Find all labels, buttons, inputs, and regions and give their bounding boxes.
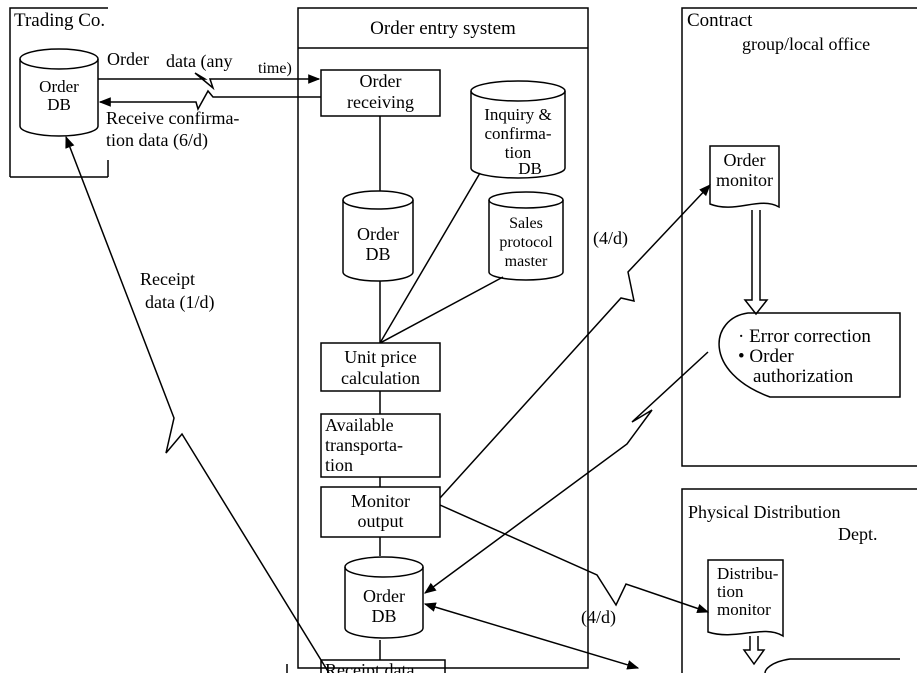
- receipt-arrow-label-line2: data (1/d): [145, 292, 215, 312]
- inquiry-db-line2: confirma-: [484, 124, 552, 143]
- inquiry-db-cylinder: [470, 80, 566, 179]
- trading-co-title: Trading Co.: [14, 10, 106, 31]
- order-db-lower-line2: DB: [371, 606, 397, 626]
- distribution-monitor-line3: monitor: [717, 600, 771, 619]
- transport-line1: Available: [325, 415, 394, 435]
- available-transportation-box: [320, 413, 441, 478]
- order-data-label-a: Order: [107, 49, 149, 69]
- unit-price-box: [320, 342, 441, 392]
- sales-protocol-master-cylinder: [488, 191, 564, 281]
- order-monitor-line1: Order: [723, 150, 766, 170]
- distribution-monitor-line1: Distribu-: [717, 564, 779, 583]
- trading-order-db-cylinder: [19, 48, 99, 137]
- sales-protocol-line2: protocol: [499, 234, 553, 251]
- trading-db-label-line2: DB: [47, 95, 71, 114]
- distribution-monitor-line2: tion: [717, 582, 744, 601]
- physical-distribution-subtitle: Dept.: [838, 524, 878, 544]
- distribution-monitor-document: [707, 559, 784, 638]
- hollow-arrow: [743, 210, 769, 316]
- unit-price-line2: calculation: [341, 368, 420, 388]
- order-data-label-b: data (any: [166, 51, 233, 71]
- unit-price-line1: Unit price: [344, 347, 417, 367]
- order-label: • Order: [738, 346, 794, 367]
- receipt-arrow-label-line1: Receipt: [140, 269, 195, 289]
- freq-label-upper: (4/d): [593, 228, 628, 248]
- transport-line3: tion: [325, 455, 354, 475]
- physical-distribution-box: [681, 488, 917, 673]
- trading-co-box: [9, 7, 108, 177]
- physical-distribution-title: Physical Distribution: [688, 502, 841, 522]
- inquiry-db-line3: tion: [504, 143, 532, 162]
- contract-subtitle: group/local office: [742, 34, 871, 54]
- order-db-lower-line1: Order: [363, 586, 405, 606]
- order-db-middle-line2: DB: [365, 244, 391, 264]
- monitor-output-line2: output: [357, 511, 404, 531]
- freq-label-lower: (4/d): [581, 607, 616, 627]
- manual-operation-shape: [718, 312, 901, 398]
- order-monitor-document: [709, 145, 780, 209]
- inquiry-db-line1: Inquiry &: [484, 105, 552, 124]
- error-correction-label: · Error correction: [738, 326, 871, 347]
- sales-protocol-line1: Sales: [509, 215, 543, 232]
- contract-title: Contract: [687, 10, 753, 31]
- order-db-middle-line1: Order: [357, 224, 399, 244]
- inquiry-db-line4: DB: [518, 159, 542, 178]
- receipt-data-box-label: Receipt data: [325, 661, 415, 673]
- order-receiving-line1: Order: [359, 71, 402, 91]
- receive-confirmation-line1: Receive confirma-: [106, 108, 240, 128]
- order-entry-system-title: Order entry system: [370, 18, 516, 39]
- order-db-cylinder-lower: [344, 556, 424, 639]
- sales-protocol-line3: master: [504, 253, 548, 270]
- order-data-label-c: time): [258, 60, 292, 77]
- order-receiving-line2: receiving: [347, 92, 414, 112]
- order-monitor-line2: monitor: [716, 170, 773, 190]
- monitor-output-box: [320, 486, 441, 538]
- transport-line2: transporta-: [325, 435, 403, 455]
- receive-confirmation-line2: tion data (6/d): [106, 130, 208, 150]
- contract-box: [681, 7, 917, 467]
- order-db-cylinder-middle: [342, 190, 414, 282]
- authorization-label: authorization: [753, 366, 854, 387]
- monitor-output-line1: Monitor: [350, 491, 410, 511]
- trading-db-label-line1: Order: [39, 77, 79, 96]
